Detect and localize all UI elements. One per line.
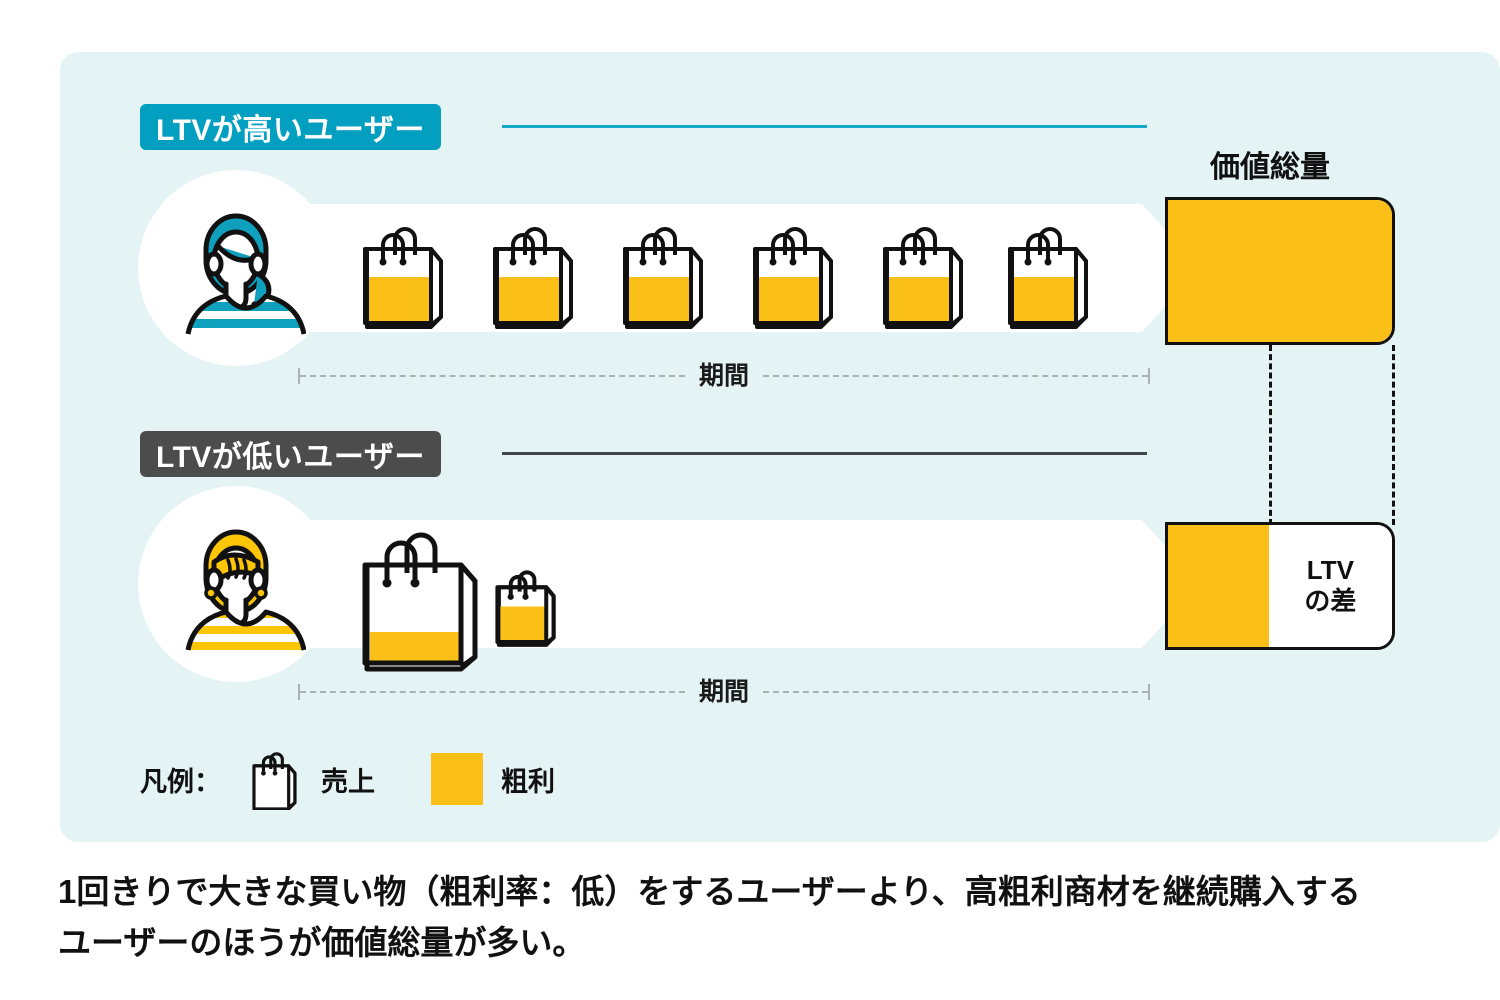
shopping-bag-icon: [493, 227, 573, 329]
period-dash-right: [763, 375, 1149, 377]
period-dash-right: [763, 691, 1149, 693]
high-ltv-period-label: 期間: [699, 361, 750, 390]
legend: 凡例： 売上 粗利: [140, 744, 611, 814]
ltv-difference-region: LTV の差: [1268, 525, 1392, 647]
shopping-bag-icon: [1008, 227, 1088, 329]
ltv-difference-label: LTV の差: [1304, 555, 1357, 616]
period-dash-left: [300, 691, 685, 693]
low-ltv-connector-line: [502, 452, 1147, 455]
period-dash-left: [300, 375, 685, 377]
period-tick-end: [1148, 368, 1151, 384]
legend-label-sales: 売上: [321, 766, 375, 797]
high-ltv-value-bar: [1165, 197, 1395, 345]
shopping-bag-icon-large: [362, 532, 478, 672]
shopping-bag-icon: [623, 227, 703, 329]
low-ltv-timeline-band: [170, 520, 1200, 648]
shopping-bag-icon: [363, 227, 443, 329]
high-ltv-gross-profit-fill: [1168, 200, 1392, 342]
period-tick-start: [298, 368, 300, 384]
high-ltv-chip: LTVが高いユーザー: [140, 104, 441, 150]
period-tick-start: [298, 684, 300, 700]
ltv-diff-guide-right: [1392, 345, 1395, 525]
legend-title: 凡例：: [140, 766, 221, 797]
infographic-panel: LTVが高いユーザー: [60, 52, 1500, 842]
ltv-diff-guide-left: [1269, 345, 1272, 525]
shopping-bag-icon: [252, 752, 297, 810]
low-ltv-period-ruler: 期間: [298, 677, 1151, 706]
caption-line-1: 1回きりで大きな買い物（粗利率：低）をするユーザーより、高粗利商材を継続購入する: [58, 873, 1361, 910]
shopping-bag-icon: [753, 227, 833, 329]
low-ltv-value-bar: LTV の差: [1165, 522, 1395, 650]
low-ltv-gross-profit-fill: [1168, 525, 1269, 647]
legend-item-gross-profit: 粗利: [431, 753, 555, 805]
yellow-swatch-icon: [431, 753, 483, 805]
low-ltv-chip: LTVが低いユーザー: [140, 431, 441, 477]
shopping-bag-icon-small: [495, 570, 556, 647]
low-ltv-period-label: 期間: [699, 677, 750, 706]
legend-item-sales: 売上: [247, 748, 375, 810]
value-total-heading: 価値総量: [1210, 151, 1330, 184]
low-ltv-purchase-bags: [362, 532, 556, 672]
caption-line-2: ユーザーのほうが価値総量が多い。: [58, 924, 586, 962]
high-ltv-purchase-bags: [363, 227, 1088, 329]
caption: 1回きりで大きな買い物（粗利率：低）をするユーザーより、高粗利商材を継続購入する…: [58, 866, 1468, 968]
person-yellow-hair-avatar: [185, 529, 306, 651]
shopping-bag-icon: [883, 227, 963, 329]
woman-teal-hair-avatar: [185, 213, 306, 335]
high-ltv-period-ruler: 期間: [298, 361, 1151, 390]
legend-label-gross-profit: 粗利: [501, 766, 555, 797]
high-ltv-connector-line: [502, 125, 1147, 128]
period-tick-end: [1148, 684, 1151, 700]
